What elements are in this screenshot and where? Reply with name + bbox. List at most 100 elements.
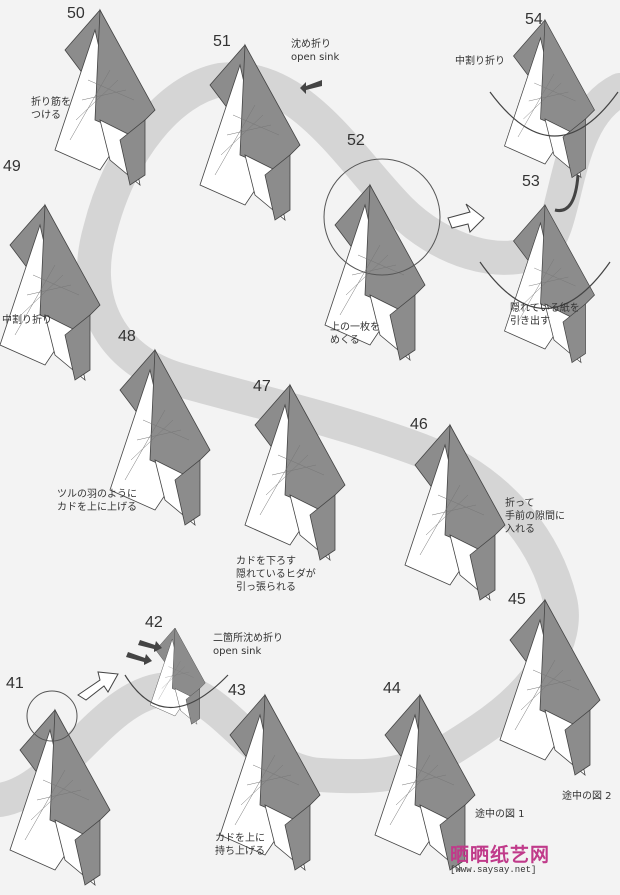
step-number-42: 42 xyxy=(145,614,163,631)
paper-lower-flap xyxy=(185,688,200,725)
crease-line xyxy=(124,409,166,481)
next-arrow-41 xyxy=(77,671,119,701)
caption-step-42: 二箇所沈め折り open sink xyxy=(213,633,283,657)
crease-line xyxy=(395,764,439,806)
crease-line xyxy=(277,454,325,476)
crease-line xyxy=(214,104,256,176)
step-number-45: 45 xyxy=(508,591,526,608)
paper-lower-flap xyxy=(309,494,336,561)
step-number-41: 41 xyxy=(6,675,24,692)
paper-lower-flap xyxy=(389,294,416,361)
crease-line xyxy=(75,79,119,121)
crease-line xyxy=(165,671,190,678)
step-number-49: 49 xyxy=(3,158,21,175)
paper-lower-flap xyxy=(64,314,91,381)
crease-line xyxy=(345,254,389,296)
detail-circle-41 xyxy=(26,690,78,742)
zoom-bowl-53 xyxy=(479,261,611,310)
crease-line xyxy=(246,774,292,786)
crease-line xyxy=(523,82,562,120)
crease-line xyxy=(81,89,127,101)
crease-line xyxy=(234,754,276,826)
paper-lower-flap xyxy=(264,154,291,221)
crease-line xyxy=(259,444,301,516)
crease-line xyxy=(36,789,82,801)
crease-line xyxy=(534,82,576,102)
crease-line xyxy=(514,659,556,731)
crease-line xyxy=(401,774,447,786)
paper-front-flap xyxy=(94,8,156,136)
crease-line xyxy=(351,264,397,276)
crease-line xyxy=(252,764,300,786)
watermark-url: [www.saysay.net] xyxy=(450,865,537,875)
figure-step-47 xyxy=(244,383,346,562)
zoom-bowl-54 xyxy=(489,91,619,137)
crease-line xyxy=(168,666,194,678)
step-number-51: 51 xyxy=(213,33,231,50)
crease-line xyxy=(232,114,280,136)
crease-line xyxy=(161,666,185,689)
crease-line xyxy=(520,669,564,711)
step-number-50: 50 xyxy=(67,5,85,22)
crease-line xyxy=(136,429,182,441)
caption-step-53: 隠れている紙を 引き出す xyxy=(510,303,580,327)
step-number-47: 47 xyxy=(253,378,271,395)
crease-line xyxy=(532,669,580,691)
crease-line xyxy=(158,660,181,700)
figure-step-49 xyxy=(0,203,101,382)
crease-line xyxy=(26,284,72,296)
detail-circle-52 xyxy=(323,158,441,276)
figure-step-51 xyxy=(199,43,301,222)
paper-lower-flap xyxy=(564,709,591,776)
crease-line xyxy=(42,779,90,801)
paper-lower-flap xyxy=(119,119,146,186)
crease-line xyxy=(517,258,555,323)
caption-step-45: 途中の図 2 xyxy=(562,791,612,802)
paper-lower-flap xyxy=(74,819,101,886)
crease-line xyxy=(14,264,56,336)
step-number-52: 52 xyxy=(347,132,365,149)
paper-lower-flap xyxy=(439,804,466,871)
crease-line xyxy=(271,464,317,476)
figure-step-46 xyxy=(404,423,506,602)
crease-line xyxy=(24,769,66,841)
crease-line xyxy=(220,114,264,156)
crease-line xyxy=(357,254,405,276)
figure-step-44 xyxy=(374,693,476,872)
crease-line xyxy=(240,764,284,806)
paper-lower-flap xyxy=(562,303,586,364)
paper-front-flap xyxy=(172,627,206,698)
step-number-53: 53 xyxy=(522,173,540,190)
push-arrow-51 xyxy=(300,80,322,94)
crease-line xyxy=(20,274,64,316)
pull-arrow-53 xyxy=(554,174,580,213)
crease-line xyxy=(528,276,569,287)
paper-lower-flap xyxy=(469,534,496,601)
push-arrows-42 xyxy=(126,640,162,665)
figure-step-41 xyxy=(9,708,111,887)
figure-step-52 xyxy=(324,183,426,362)
figure-step-42 xyxy=(149,627,206,725)
watermark-logo: 晒晒纸艺网 xyxy=(450,844,551,866)
figure-step-50 xyxy=(54,8,156,187)
caption-step-47: カドを下ろす 隠れているヒダが 引っ張られる xyxy=(236,556,316,593)
crease-line xyxy=(265,454,309,496)
crease-line xyxy=(528,91,569,102)
caption-step-51: 沈め折り open sink xyxy=(291,39,340,63)
crease-line xyxy=(419,484,461,556)
zoom-bowl-42 xyxy=(124,674,229,708)
crease-line xyxy=(226,124,272,136)
caption-step-44: 途中の図 1 xyxy=(475,809,525,820)
figure-step-45 xyxy=(499,598,601,777)
paper-lower-flap xyxy=(284,804,311,871)
crease-line xyxy=(431,504,477,516)
crease-line xyxy=(534,267,576,287)
step-number-54: 54 xyxy=(525,11,543,28)
figure-step-53 xyxy=(504,203,595,364)
caption-step-48: ツルの羽のように カドを上に上げる xyxy=(57,489,137,513)
caption-step-43: カドを上に 持ち上げる xyxy=(215,833,265,857)
step-number-48: 48 xyxy=(118,328,136,345)
crease-line xyxy=(32,274,80,296)
